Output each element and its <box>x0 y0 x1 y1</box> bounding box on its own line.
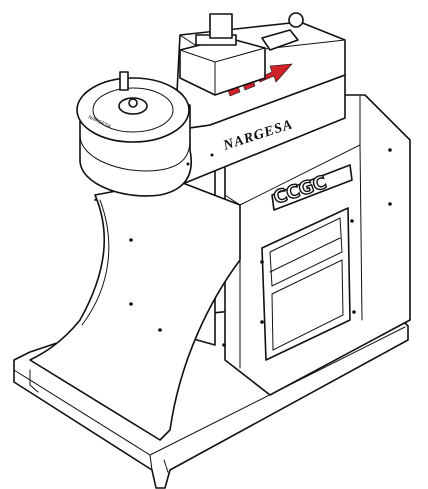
clamp-block <box>179 12 304 96</box>
front-curved-leg <box>29 179 241 441</box>
bending-die: NARGESA <box>76 71 192 197</box>
cabinet-window <box>261 207 351 361</box>
bolt-holes <box>129 135 392 347</box>
